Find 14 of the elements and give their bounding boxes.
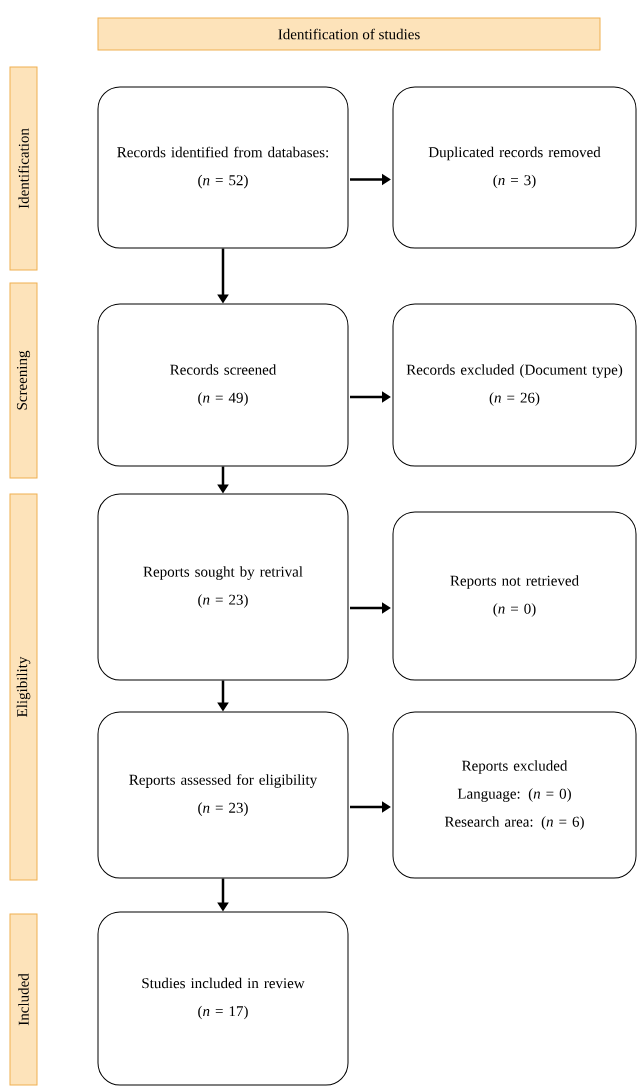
- stage-band: Screening: [9, 282, 38, 479]
- process-box: Reports assessed for eligibility (n = 23): [97, 711, 349, 879]
- process-box: Records screened (n = 49): [97, 303, 349, 467]
- process-box: Duplicated records removed (n = 3): [392, 86, 637, 249]
- process-box: Reports excluded Language: (n = 0) Research area: (n = 6): [392, 711, 637, 879]
- stage-band: Identification: [9, 66, 38, 271]
- stage-band: Included: [9, 913, 38, 1086]
- stage-band: Eligibility: [9, 493, 38, 881]
- header-band: Identification of studies: [97, 17, 601, 51]
- process-box: Studies included in review (n = 17): [97, 911, 349, 1086]
- process-box: Reports not retrieved (n = 0): [392, 511, 637, 681]
- process-box: Records excluded (Document type) (n = 26): [392, 303, 637, 467]
- process-box: Records identified from databases: (n = 52): [97, 86, 349, 249]
- process-box: Reports sought by retrival (n = 23): [97, 493, 349, 681]
